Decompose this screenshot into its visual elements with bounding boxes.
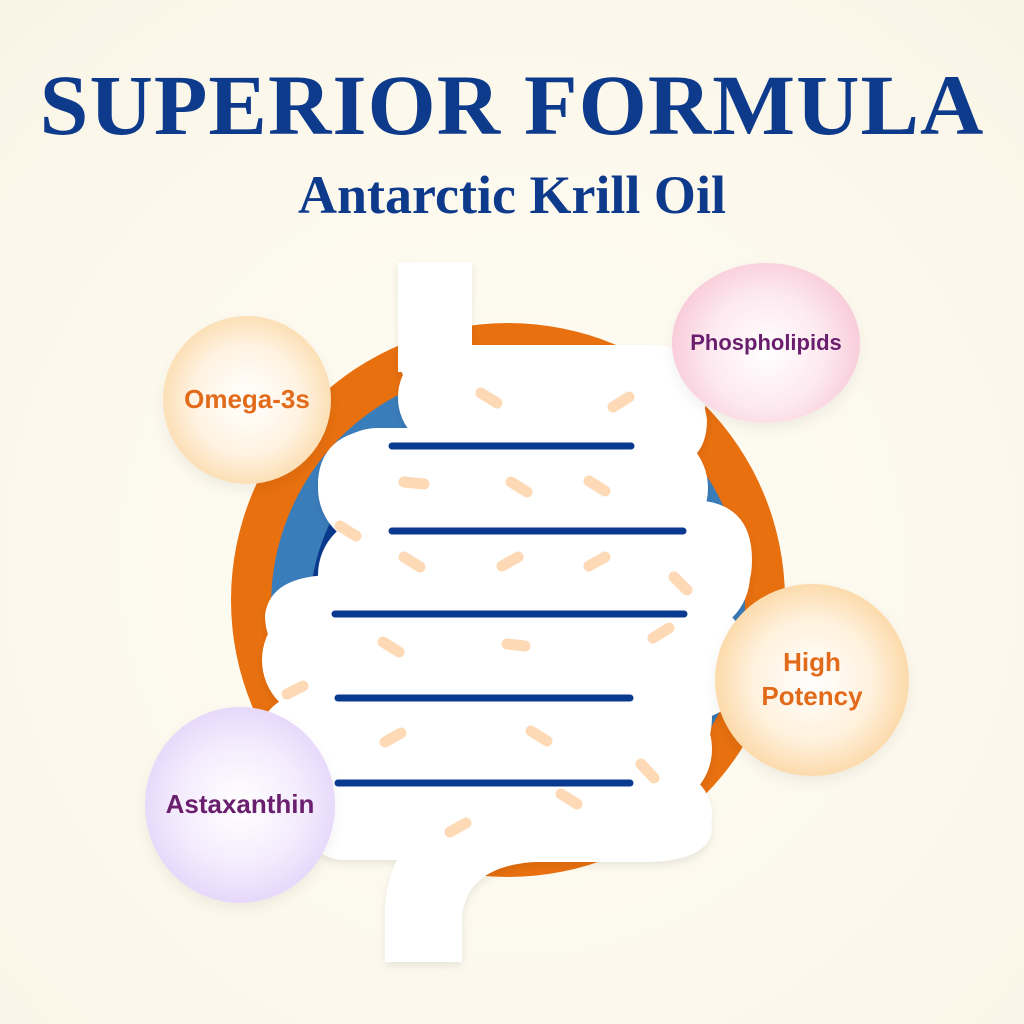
nutrient-particles bbox=[281, 387, 693, 838]
headline-subtitle: Antarctic Krill Oil bbox=[298, 165, 726, 225]
benefit-bubble-phospholipids: Phospholipids bbox=[672, 263, 860, 423]
benefit-label-line1: High bbox=[783, 647, 841, 678]
benefit-label: Omega-3s bbox=[184, 384, 310, 415]
benefit-label: Phospholipids bbox=[690, 329, 842, 355]
benefit-label: Astaxanthin bbox=[165, 789, 315, 820]
intestine-folds bbox=[331, 442, 688, 787]
headline-title: SUPERIOR FORMULA bbox=[39, 57, 985, 153]
benefit-bubble-astaxanthin: Astaxanthin bbox=[145, 707, 335, 903]
benefit-label-line2: Potency bbox=[761, 681, 863, 711]
benefit-bubble-high-potency: High Potency bbox=[715, 584, 909, 776]
benefit-bubble-omega3: Omega-3s bbox=[163, 316, 331, 484]
